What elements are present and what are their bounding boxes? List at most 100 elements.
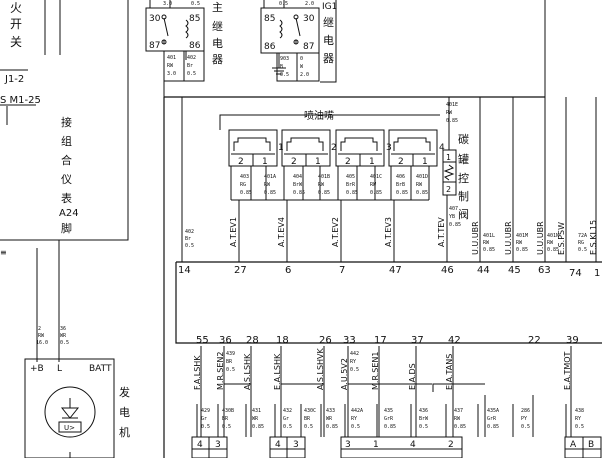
wire-size: 0.85: [240, 190, 252, 196]
ecu-pin: 47: [389, 265, 402, 276]
relay-char: 继: [212, 20, 223, 33]
injector-wire-1a: 403 RG 0.85: [240, 174, 252, 196]
wire-num: 439: [226, 351, 235, 357]
wire-size: 0.85: [416, 190, 428, 196]
injector-wire-3a: 405 BrR 0.85: [346, 174, 358, 196]
relay-switch-icon: [163, 17, 169, 44]
wire-color: BR: [222, 416, 229, 422]
injector-2: 2 1: [281, 129, 331, 167]
pin-87: 87: [149, 41, 160, 51]
ecu-pin: 7: [339, 265, 345, 276]
wire-color: RW: [416, 182, 423, 188]
injector-coil-icon: [340, 137, 378, 151]
ecu-pin: 63: [538, 265, 551, 276]
pin-right: 1: [369, 157, 375, 167]
terminal-leads: [36, 345, 60, 362]
bottom-wire-3: 432 Gr 0.5: [283, 408, 292, 430]
switch-char-1: 开: [10, 17, 22, 31]
bottom-wire-11: 286 PY 0.5: [521, 408, 530, 430]
combination-meter-label: 接 组 合 仪 表 A24 脚: [59, 116, 79, 235]
pin-left: 2: [291, 157, 297, 167]
lower-signal-labels: F.A.LSHK M.R.SEN2 A.S.LSHK E.A.LSHK A.S.…: [193, 347, 572, 390]
upper-signal-labels: A.T.EV1 A.T.EV4 A.T.EV2 A.T.EV3 A.T.TEV …: [229, 217, 598, 255]
wire-size: 0.85: [326, 424, 338, 430]
upper-wire-4: 72A RG 0.5: [578, 233, 587, 253]
wire-color: BrW: [293, 182, 303, 188]
foot-char: 脚: [61, 221, 72, 235]
bottom-wire-0: 429 Gr 0.5: [201, 408, 210, 430]
wire-num: 401D: [416, 174, 428, 180]
valve-char: 控: [458, 171, 469, 185]
wire-size: 0.5: [283, 424, 292, 430]
wire-color: GrR: [384, 416, 394, 422]
injector-number-1: 1: [278, 143, 284, 153]
signal-tev: A.T.TEV: [437, 217, 446, 247]
relay-char: 电: [212, 37, 223, 50]
valve-pin-1: 1: [446, 153, 451, 162]
signal-au-5v2: A.U.5V2: [340, 358, 349, 390]
wire-color: RW: [38, 333, 45, 339]
bottom-wire-8: 436 BrW 0.5: [419, 408, 429, 430]
ecu-pin: 45: [508, 265, 521, 276]
wire-num: 432: [283, 408, 292, 414]
wire-size: 16.0: [36, 340, 48, 346]
wire-num: 2: [38, 326, 41, 332]
wire-size: 0.85: [384, 424, 396, 430]
wire-color: RW: [446, 110, 453, 116]
ecu-pin: 22: [528, 335, 541, 346]
wire-num: 431: [252, 408, 261, 414]
pin-left: 2: [238, 157, 244, 167]
connector-pin: 4: [410, 440, 416, 450]
valve-char: 碳: [458, 132, 469, 146]
top-wire-size: 2.0: [305, 1, 314, 7]
relay-top-leads: [149, 0, 171, 8]
wire-size: 0.85: [483, 247, 495, 253]
relay-wire-0: 401 RW 3.0: [167, 55, 176, 77]
ecu-pin: 74: [569, 268, 582, 279]
ecu-pin: 39: [566, 335, 579, 346]
switch-wires: [44, 0, 61, 55]
wire-color: Br: [187, 63, 193, 69]
wire-num: 407: [449, 206, 458, 212]
terminal-plus-b: +B: [30, 364, 44, 374]
wire-size: 0.5: [187, 71, 196, 77]
pin-divider: [338, 153, 382, 166]
pin-divider: [284, 153, 328, 166]
connect-char-2: 合: [61, 153, 72, 167]
signal-fa-lshk: F.A.LSHK: [193, 355, 202, 390]
connector-pin: B: [588, 440, 594, 450]
canister-valve: 1 2 401E RW 0.85 碳 罐 控 制 阀: [442, 97, 469, 221]
wire-color: WR: [252, 416, 259, 422]
left-stubs: [0, 69, 36, 106]
top-wire-size: 0.5: [191, 1, 200, 7]
wire-size: 0.5: [578, 247, 587, 253]
signal-ev3: A.T.EV3: [384, 217, 393, 247]
wire-num: 402: [185, 229, 194, 235]
wire-size: 0.5: [222, 424, 231, 430]
wire-num: 429: [201, 408, 210, 414]
signal-ea-tans: E.A.TANS: [445, 354, 454, 390]
upper-wire-3: 401N RW 0.85: [547, 233, 559, 253]
relay-char: 电: [323, 34, 334, 47]
pin-left: 2: [398, 157, 404, 167]
wire-num: 430C: [304, 408, 316, 414]
pin-right: 1: [262, 157, 268, 167]
wire-size: 0.85: [370, 190, 382, 196]
wire-size: 0.5: [185, 243, 194, 249]
battery-wire-0: 2 RW 16.0: [36, 326, 48, 346]
pin-85: 85: [264, 14, 275, 24]
connector-grid: [565, 437, 601, 458]
m1-label: S M1-25: [0, 95, 41, 106]
canister-wire-bottom: 407 YB 0.85: [449, 206, 461, 228]
regulator-box: [58, 421, 82, 433]
wire-color: RW: [454, 416, 461, 422]
wire-num: 401A: [264, 174, 276, 180]
wire-color: Gr: [201, 416, 207, 422]
bottom-wire-7: 435 GrR 0.85: [384, 408, 396, 430]
valve-char: 阀: [458, 207, 469, 221]
wire-num: 0: [300, 56, 303, 62]
valve-wire-top: 401E RW 0.85: [446, 102, 458, 124]
ignition-switch-label: 火 开 关: [10, 1, 22, 49]
alt-char-1: 电: [119, 406, 130, 419]
